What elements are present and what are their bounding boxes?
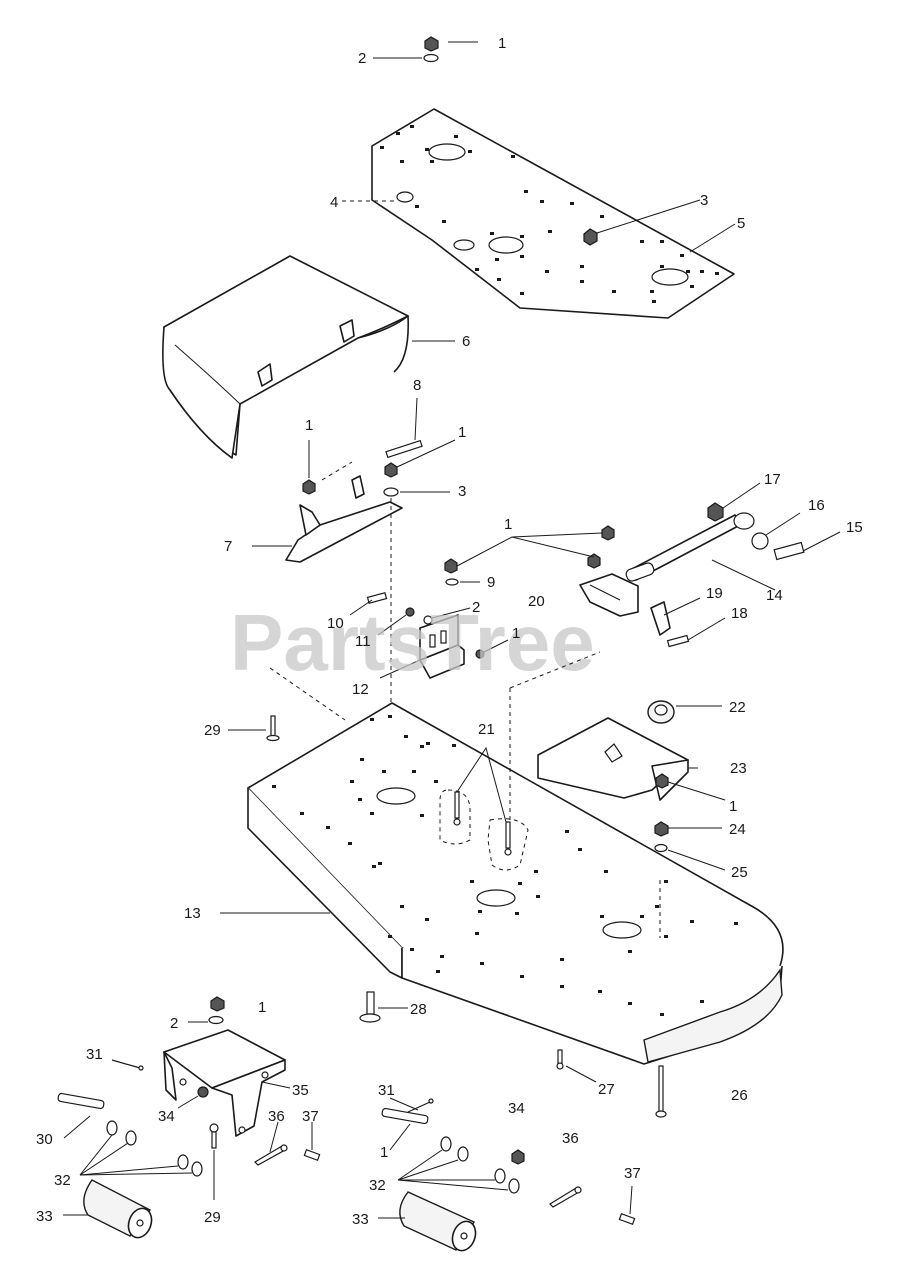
bracket-mount <box>349 592 509 679</box>
callout-label: 34 <box>158 1108 175 1125</box>
callout-label: 33 <box>36 1208 53 1225</box>
callout-label: 31 <box>86 1046 103 1063</box>
callout-label: 36 <box>562 1130 579 1147</box>
callout-label: 27 <box>598 1081 615 1098</box>
callout-label: 1 <box>258 999 266 1016</box>
left-roller-assembly <box>57 996 321 1239</box>
callout-label: 29 <box>204 722 221 739</box>
callout-label: 22 <box>729 699 746 716</box>
callout-label: 3 <box>458 483 466 500</box>
callout-label: 11 <box>355 633 371 650</box>
callout-label: 24 <box>729 821 746 838</box>
callout-label: 17 <box>764 471 781 488</box>
watermark-text: PartsTree <box>230 598 595 687</box>
callout-label: 26 <box>731 1087 748 1104</box>
chute-shield <box>537 700 726 871</box>
bolt-26 <box>655 1065 667 1118</box>
callout-label: 5 <box>737 215 745 232</box>
callout-label: 7 <box>224 538 232 555</box>
callout-label: 1 <box>504 516 512 533</box>
callout-label: 31 <box>378 1082 395 1099</box>
callout-label: 33 <box>352 1211 369 1228</box>
callout-label: 10 <box>327 615 344 632</box>
callout-label: 20 <box>528 593 545 610</box>
callout-label: 1 <box>498 35 506 52</box>
callout-label: 12 <box>352 681 369 698</box>
callout-label: 2 <box>358 50 366 67</box>
callout-label: 37 <box>302 1108 319 1125</box>
callout-label: 36 <box>268 1108 285 1125</box>
callout-label: 1 <box>458 424 466 441</box>
callout-label: 2 <box>170 1015 178 1032</box>
callout-label: 21 <box>478 721 495 738</box>
callout-label: 15 <box>846 519 863 536</box>
callout-label: 23 <box>730 760 747 777</box>
callout-label: 25 <box>731 864 748 881</box>
bracket <box>252 397 456 705</box>
bolt-27 <box>556 1049 597 1083</box>
callout-label: 9 <box>487 574 495 591</box>
callout-label: 30 <box>36 1131 53 1148</box>
callout-label: 13 <box>184 905 201 922</box>
callout-label: 37 <box>624 1165 641 1182</box>
callout-label: 16 <box>808 497 825 514</box>
callout-label: 1 <box>380 1144 388 1161</box>
callout-label: 18 <box>731 605 748 622</box>
callout-label: 1 <box>305 417 313 434</box>
callout-label: 6 <box>462 333 470 350</box>
mower-deck <box>220 651 784 1065</box>
callout-label: 34 <box>508 1100 525 1117</box>
callout-label: 1 <box>729 798 737 815</box>
right-roller-assembly <box>378 1097 636 1252</box>
callout-label: 19 <box>706 585 723 602</box>
callout-label: 1 <box>512 625 520 642</box>
callout-label: 32 <box>54 1172 71 1189</box>
callout-label: 14 <box>766 587 783 604</box>
callout-label: 29 <box>204 1209 221 1226</box>
top-nut-washer <box>373 36 478 63</box>
callout-label: 35 <box>292 1082 309 1099</box>
callout-label: 3 <box>700 192 708 209</box>
callouts: 1 2 4 3 5 6 8 1 1 3 7 17 16 15 1 9 14 19… <box>36 35 863 1228</box>
idler-arm <box>444 482 841 648</box>
callout-label: 28 <box>410 1001 427 1018</box>
callout-label: 8 <box>413 377 421 394</box>
carriage-bolt-29 <box>228 715 280 742</box>
top-plate <box>342 108 736 319</box>
belt-cover <box>162 255 455 459</box>
callout-label: 2 <box>472 599 480 616</box>
callout-label: 4 <box>330 194 338 211</box>
carriage-bolt-28 <box>359 991 408 1023</box>
callout-label: 32 <box>369 1177 386 1194</box>
